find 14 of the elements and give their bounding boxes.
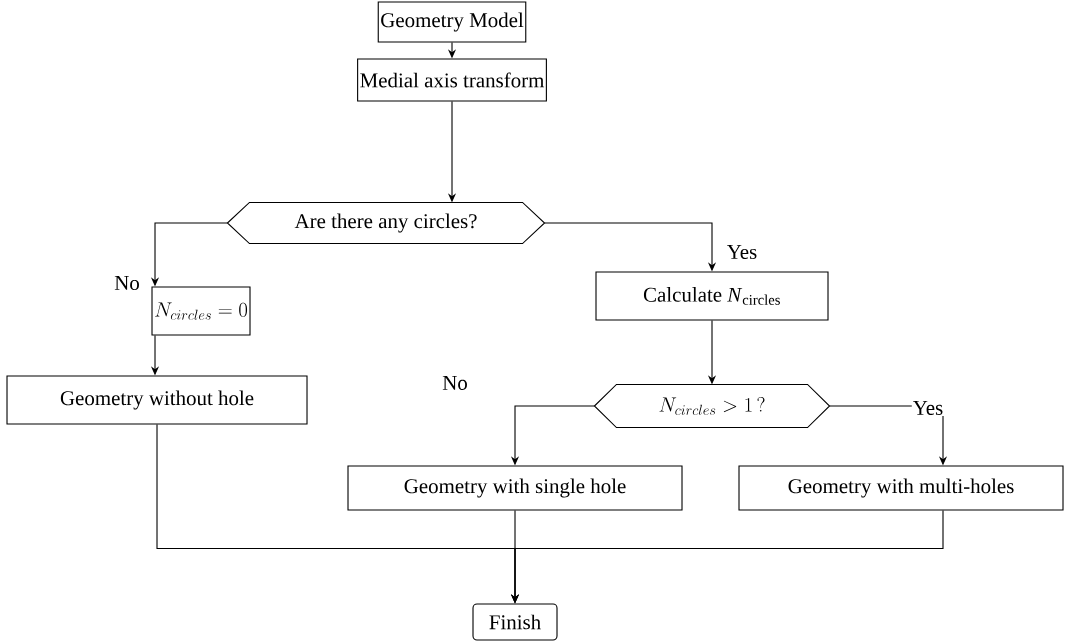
edge-label: Yes — [725, 244, 759, 260]
process-box: Geometry without hole — [6, 375, 308, 425]
process-box: $N_{circles} = 0$ — [151, 286, 251, 336]
edge-label: No — [113, 275, 141, 291]
edge-label: Yes — [911, 400, 945, 416]
process-box: Geometry Model — [377, 1, 527, 43]
terminal-box: Finish — [472, 603, 558, 641]
process-box: Calculate N$_{circles}$ — [595, 271, 829, 321]
process-box: Geometry with single hole — [347, 465, 683, 511]
process-box: Geometry with multi-holes — [738, 465, 1064, 511]
process-box: Medial axis transform — [357, 58, 547, 102]
decision-hexagon: Are there any circles? — [226, 201, 546, 245]
edge-label: No — [441, 375, 469, 391]
decision-hexagon: $N_{circles} > 1\,?$ — [593, 383, 831, 429]
